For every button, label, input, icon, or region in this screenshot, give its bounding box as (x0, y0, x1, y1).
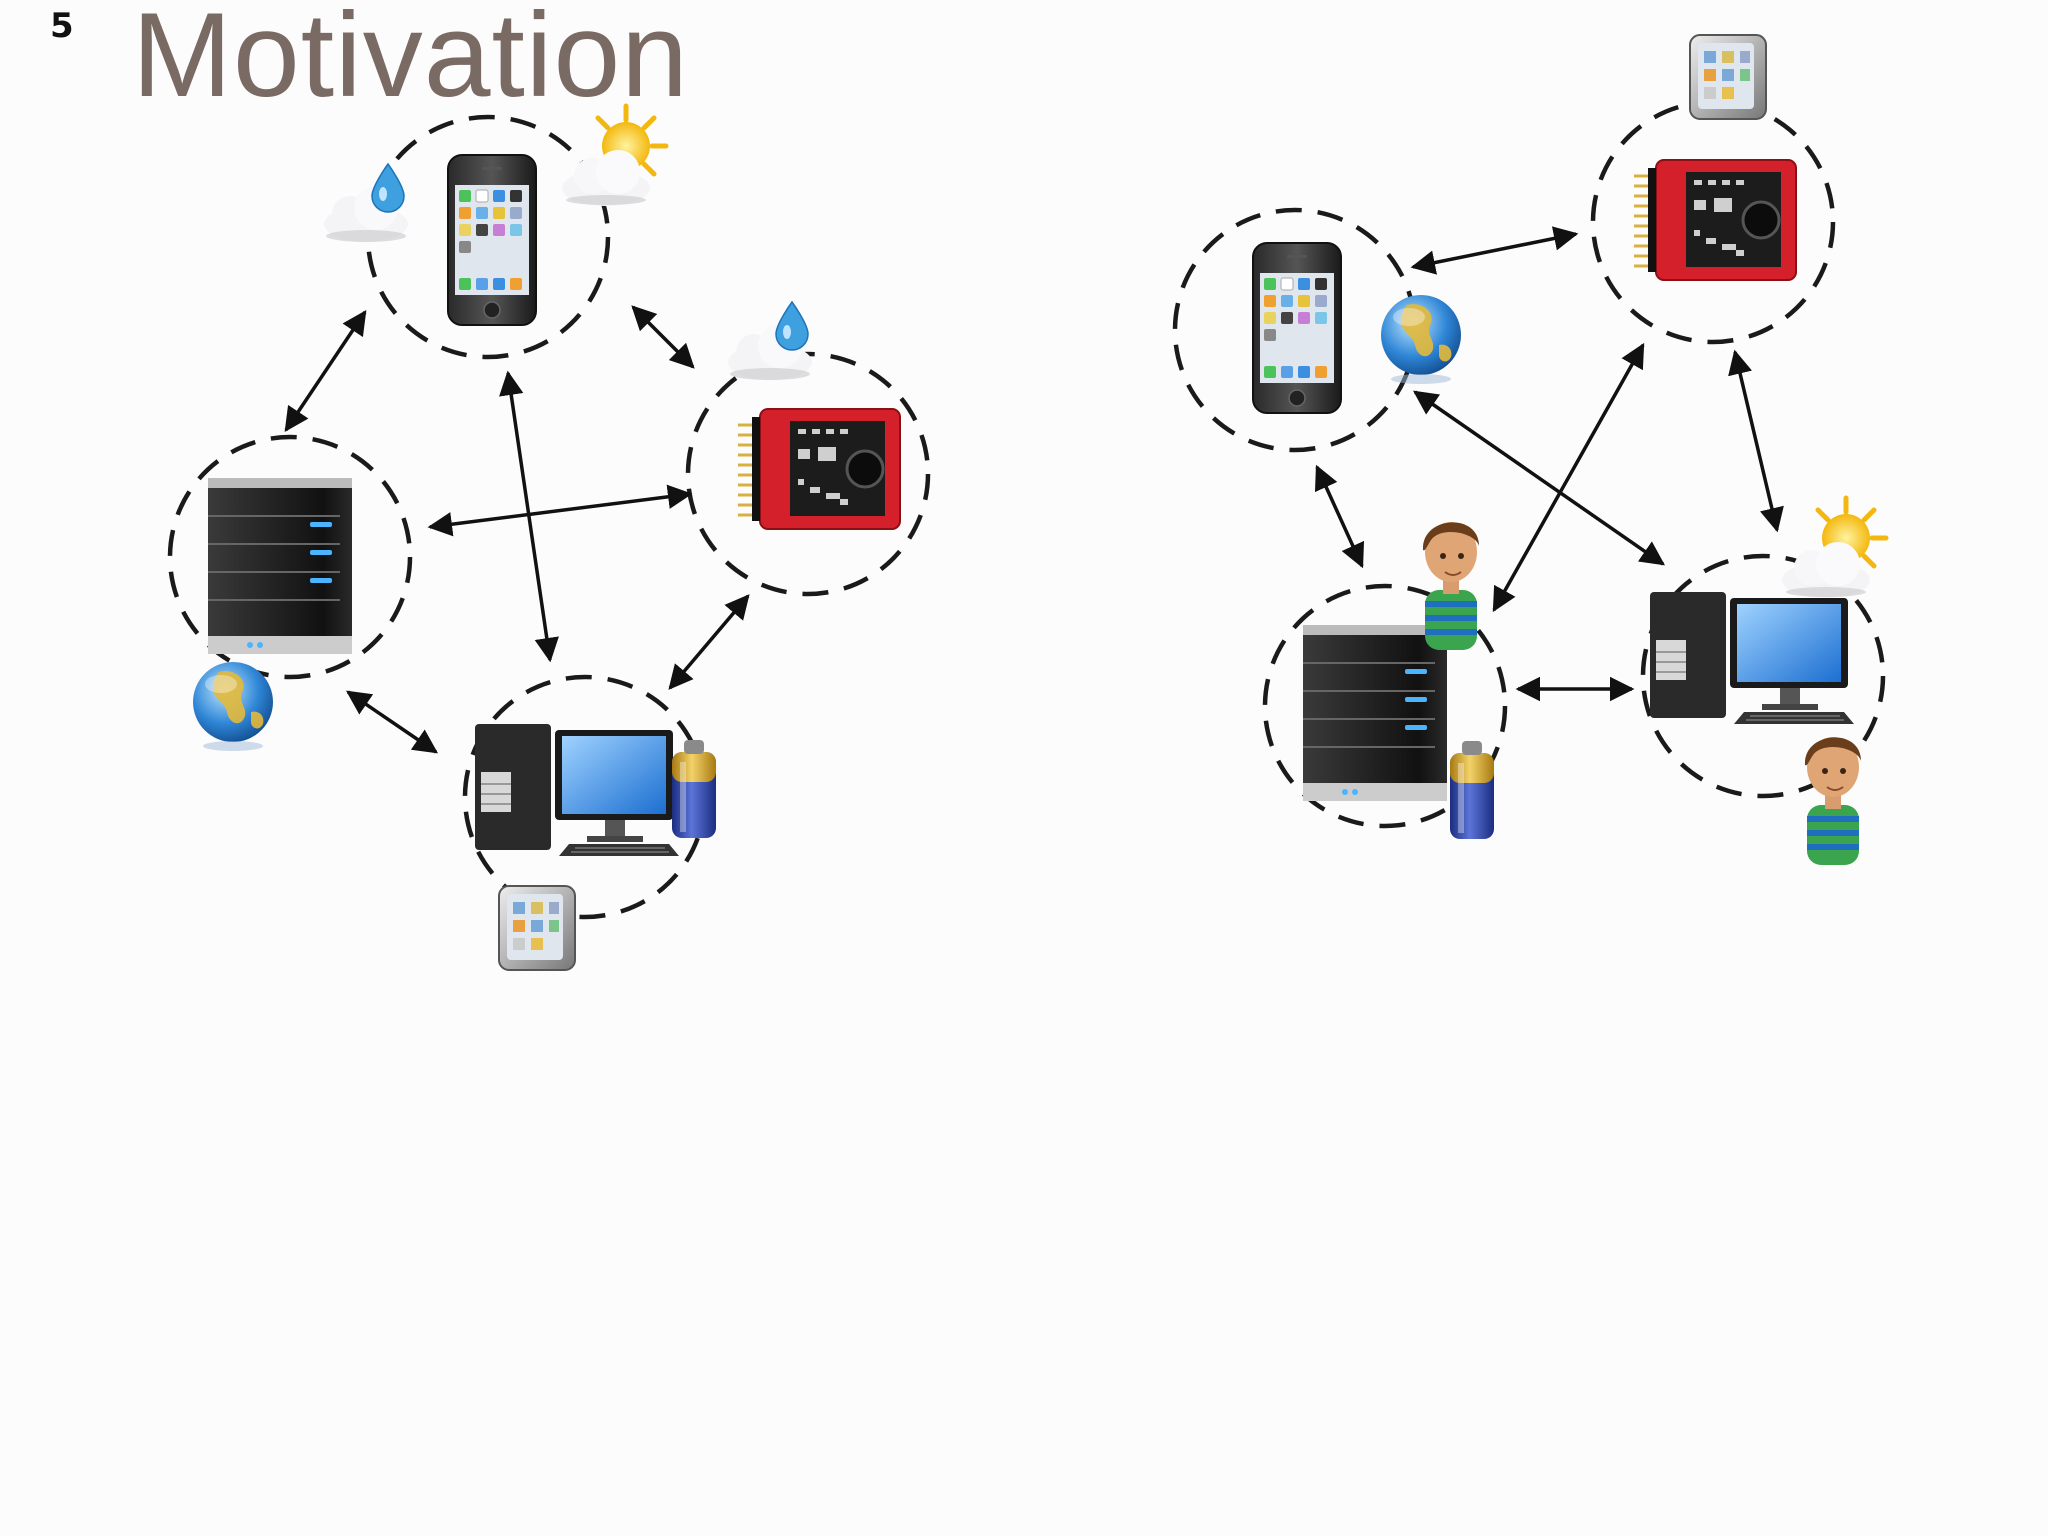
desktop-pc-icon (1649, 591, 1855, 725)
server-node-ring (167, 434, 413, 680)
tablet-icon (498, 885, 576, 971)
link-phone-server (1314, 464, 1365, 569)
smartphone-icon (447, 154, 537, 326)
slide-title: Motivation (132, 0, 689, 122)
globe-icon (193, 662, 273, 751)
slide-number: 5 (50, 6, 74, 46)
server-icon (1302, 624, 1448, 802)
link-board-server (1492, 342, 1645, 613)
board-node-ring (685, 351, 931, 597)
link-server-pc (345, 690, 439, 754)
sensor-board-icon (1632, 158, 1798, 282)
right-network-diagram (1172, 34, 1886, 865)
server-node-ring (1262, 583, 1508, 829)
battery-icon (672, 740, 716, 838)
link-phone-board (631, 305, 695, 369)
smartphone-icon (1252, 242, 1342, 414)
rain-cloud-icon (727, 301, 813, 381)
battery-icon (1450, 741, 1494, 839)
desktop-pc-icon (474, 723, 680, 857)
rain-cloud-icon (323, 163, 409, 243)
link-board-pc (1728, 349, 1784, 533)
link-board-pc (668, 594, 750, 690)
link-phone-server (284, 309, 367, 433)
person-icon (1423, 522, 1479, 650)
link-phone-board (1410, 226, 1579, 275)
tablet-icon (1689, 34, 1767, 120)
sun-cloud-icon (562, 106, 666, 206)
sensor-board-icon (736, 407, 902, 531)
pc-node-ring (1640, 553, 1886, 799)
person-icon (1805, 737, 1861, 865)
sun-cloud-icon (1782, 498, 1886, 598)
phone-node-ring (365, 114, 611, 360)
link-server-board (427, 484, 693, 537)
server-icon (207, 477, 353, 655)
left-network-diagram (167, 106, 931, 971)
globe-icon (1381, 295, 1461, 384)
